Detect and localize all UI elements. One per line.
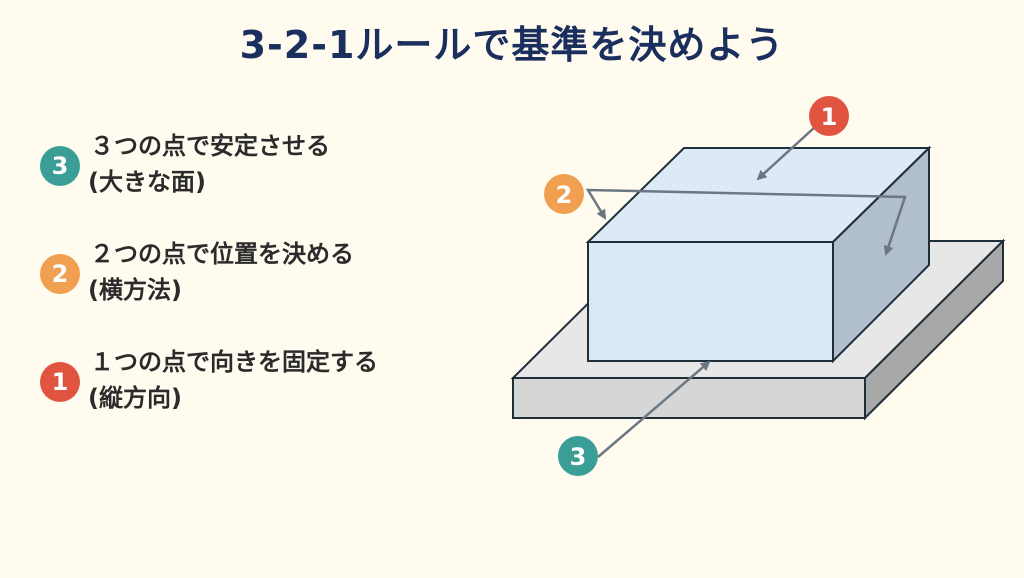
marker-circle-2 [544,174,584,214]
legend-item-one-point: 1 １つの点で向きを固定する (縦方向) [38,344,478,414]
legend-line-1: １つの点で向きを固定する [90,348,378,376]
number-badge-3: 3 [40,146,80,186]
number-badge-2: 2 [40,254,80,294]
marker-number-2: 2 [556,181,573,209]
marker-circle-1 [809,96,849,136]
legend-line-2: (横方法) [88,276,182,304]
legend-text-two-points: ２つの点で位置を決める (横方法) [88,236,354,308]
legend-line-1: ３つの点で安定させる [90,132,330,160]
legend-line-2: (縦方向) [88,384,182,412]
marker-1: 1 [809,96,849,136]
page-title: 3-2-1ルールで基準を決めよう [239,23,785,67]
legend-item-two-points: 2 ２つの点で位置を決める (横方法) [38,236,478,306]
marker-number-3: 3 [570,443,587,471]
base-plate-side [864,238,1004,421]
number-badge-1: 1 [40,362,80,402]
arrow-two-points [585,188,907,256]
marker-circle-3 [558,436,598,476]
legend-line-1: ２つの点で位置を決める [90,240,354,268]
arrow-one-point [756,126,816,181]
legend-item-three-points: 3 ３つの点で安定させる (大きな面) [38,128,478,198]
rule-legend: 3 ３つの点で安定させる (大きな面) 2 ２つの点で位置を決める (横方法) … [38,128,478,452]
legend-text-one-point: １つの点で向きを固定する (縦方向) [88,344,378,416]
marker-number-1: 1 [821,103,838,131]
marker-3: 3 [558,436,598,476]
legend-text-three-points: ３つの点で安定させる (大きな面) [88,128,330,200]
base-plate-front [512,377,866,419]
legend-line-2: (大きな面) [88,168,206,196]
marker-2: 2 [544,174,584,214]
arrow-three-points [597,360,711,458]
workpiece-front-face [587,241,834,362]
